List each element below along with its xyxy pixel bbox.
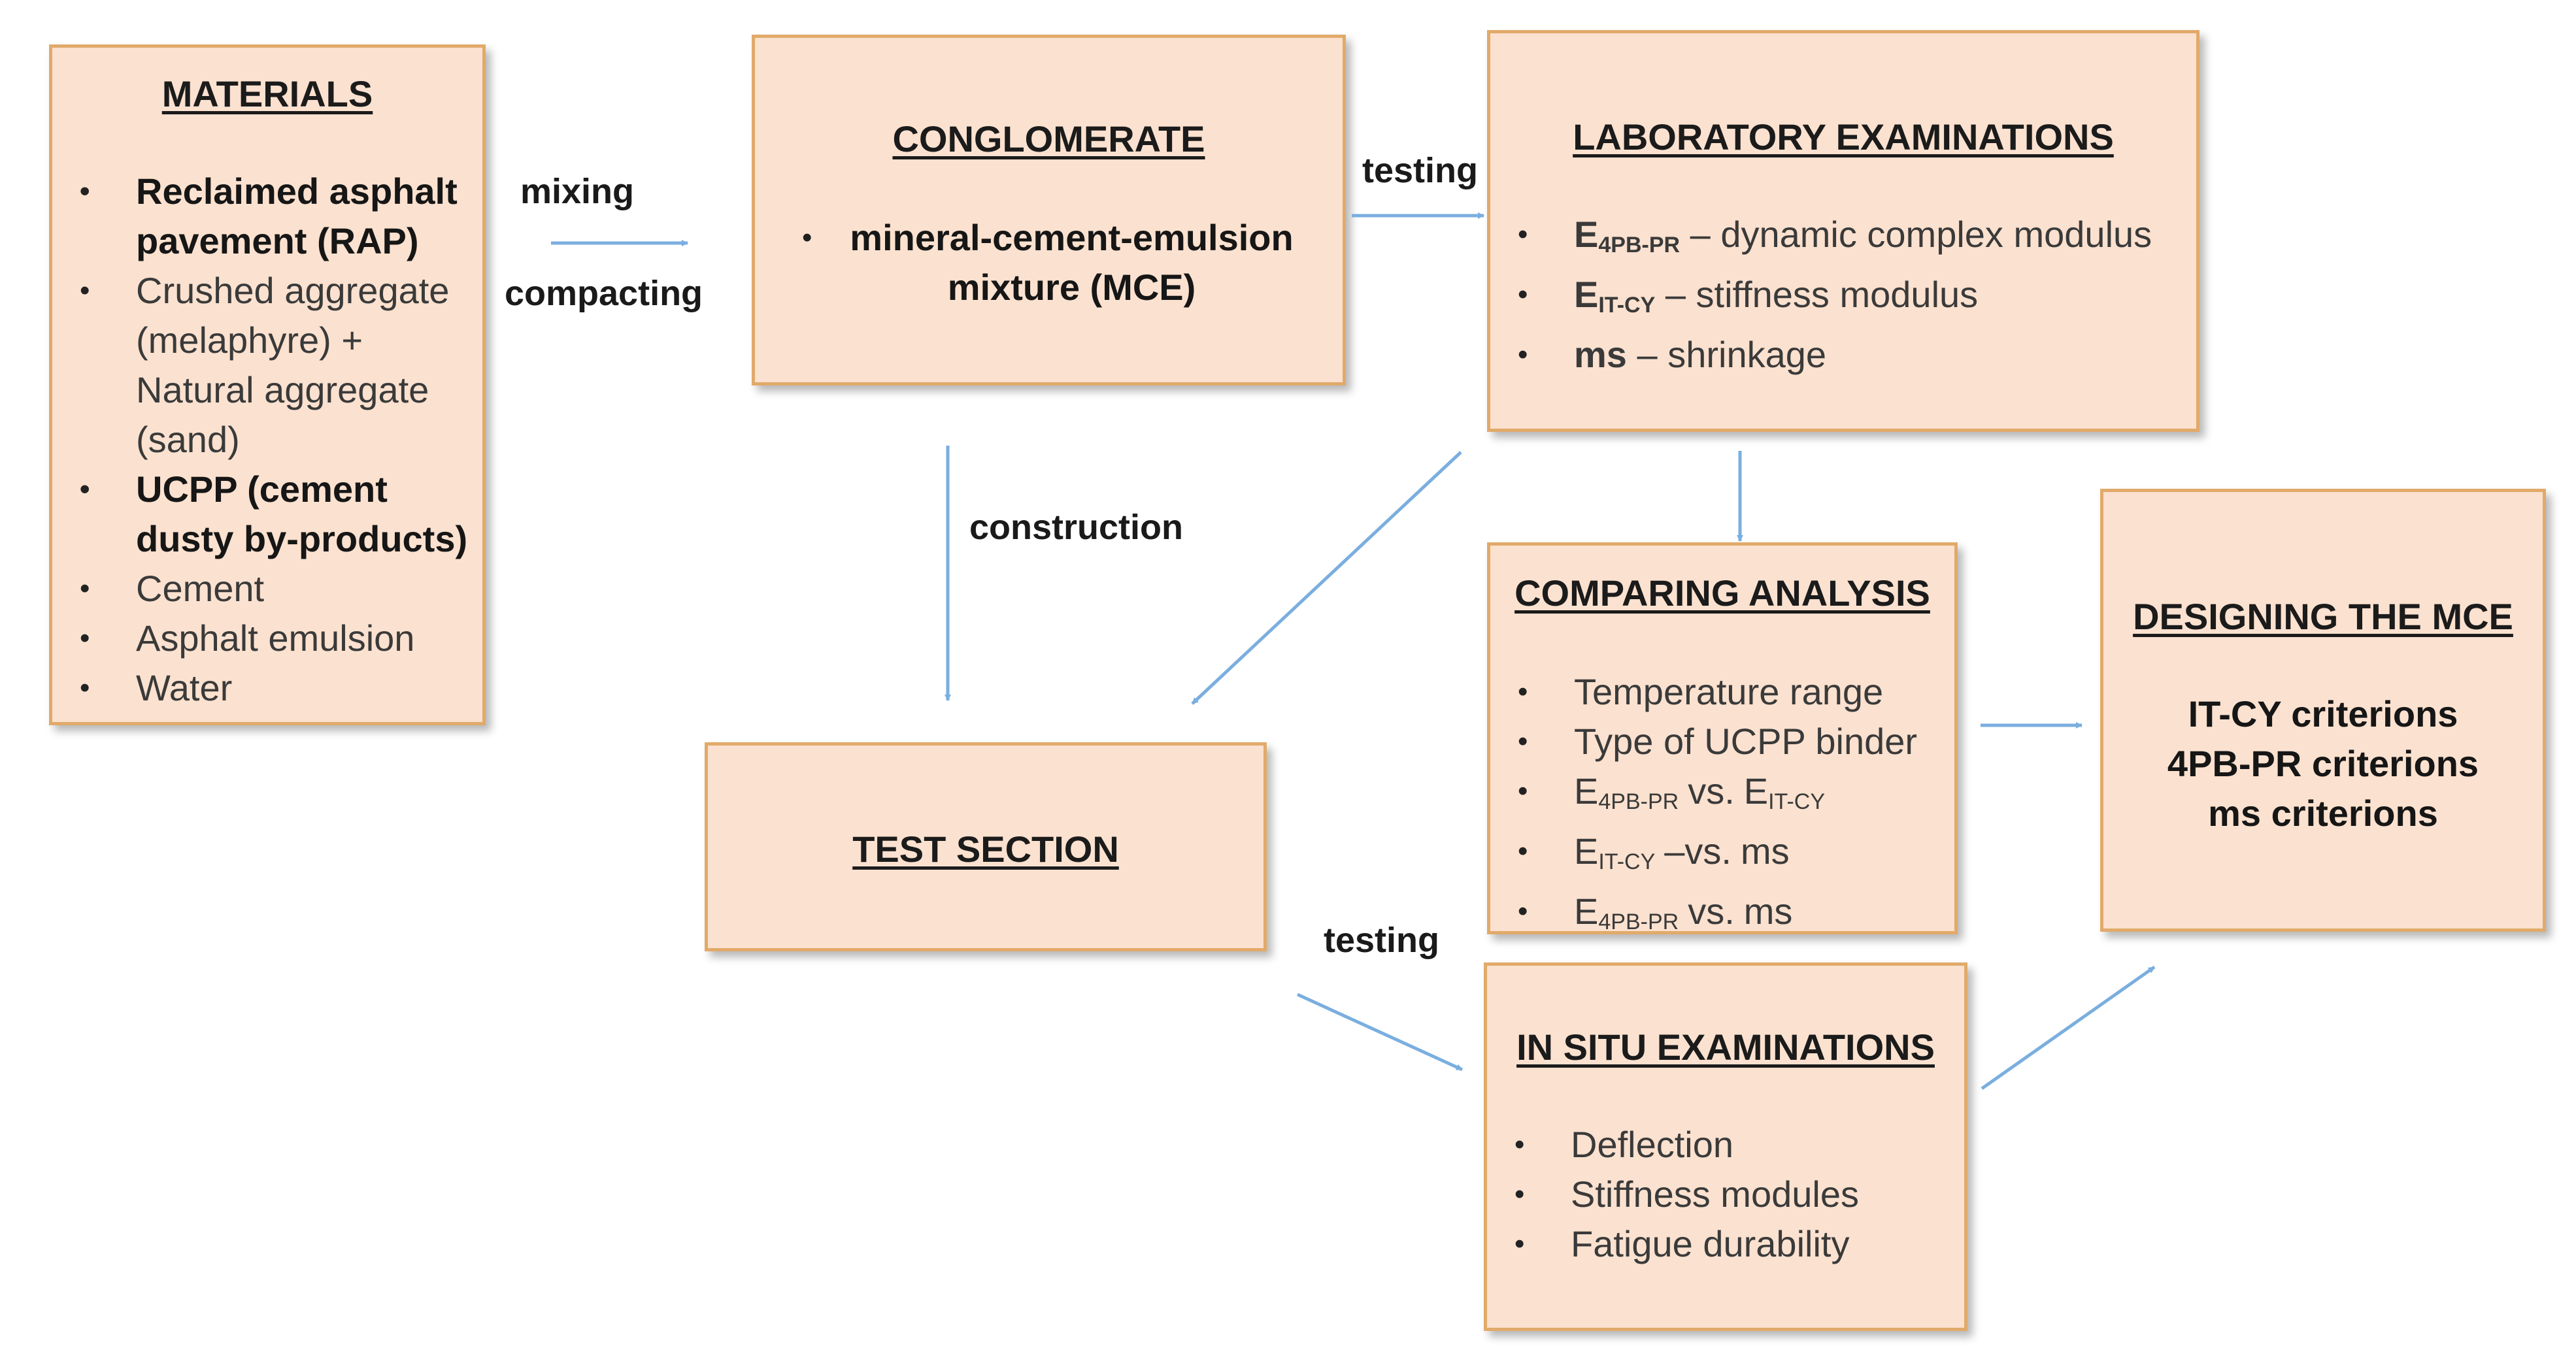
construction-label: construction (969, 508, 1184, 547)
mixing-label: mixing (520, 172, 635, 211)
lab-to-test-section-arrow (1191, 451, 1462, 705)
subscript: 4PB-PR (1598, 233, 1681, 257)
in-situ-title: IN SITU EXAMINATIONS (1516, 1026, 1935, 1068)
testing-label: testing (1362, 151, 1479, 190)
in-situ-to-designing-arrow (1981, 965, 2156, 1091)
comparing-item: Temperature range (1490, 667, 1954, 717)
description: – dynamic complex modulus (1690, 214, 2152, 255)
laboratory-item: ms – shrinkage (1490, 330, 2196, 380)
designing-box: DESIGNING THE MCE IT-CY criterions 4PB-P… (2100, 489, 2546, 932)
comparing-analysis-box: COMPARING ANALYSIS Temperature range Typ… (1487, 542, 1958, 936)
test-section-title: TEST SECTION (852, 829, 1119, 870)
materials-item: UCPP (cement dusty by-products) (52, 465, 484, 564)
symbol: ms (1574, 334, 1627, 375)
subscript: IT-CY (1598, 849, 1656, 874)
operator: vs. (1688, 891, 1735, 932)
symbol: E (1574, 770, 1599, 812)
laboratory-item: E4PB-PR – dynamic complex modulus (1490, 210, 2196, 270)
subscript: IT-CY (1768, 789, 1826, 814)
materials-item: Water (52, 663, 484, 713)
materials-title: MATERIALS (161, 73, 373, 114)
comparing-title: COMPARING ANALYSIS (1514, 572, 1930, 614)
conglomerate-box: CONGLOMERATE • mineral-cement-emulsion m… (752, 35, 1346, 386)
materials-item: Cement (52, 564, 484, 614)
compacting-label: compacting (505, 274, 703, 313)
test-to-in-situ-arrow (1296, 993, 1464, 1072)
operator: vs. (1688, 770, 1735, 812)
designing-title: DESIGNING THE MCE (2133, 596, 2513, 637)
materials-item: Asphalt emulsion (52, 614, 484, 663)
comparing-item: Type of UCPP binder (1490, 717, 1954, 766)
designing-line: ms criterions (2208, 793, 2438, 834)
designing-line: IT-CY criterions (2188, 693, 2458, 734)
symbol: ms (1743, 891, 1793, 932)
comparing-item: EIT-CY –vs.ms (1490, 827, 1954, 887)
subscript: IT-CY (1598, 293, 1656, 318)
comparing-list: Temperature range Type of UCPP binder E4… (1490, 667, 1954, 947)
materials-box: MATERIALS Reclaimed asphalt pavement (RA… (49, 44, 486, 725)
conglomerate-title: CONGLOMERATE (892, 118, 1205, 159)
operator: –vs. (1664, 830, 1731, 872)
materials-list: Reclaimed asphalt pavement (RAP) Crushed… (52, 167, 484, 713)
designing-line: 4PB-PR criterions (2167, 743, 2479, 784)
conglomerate-line-2: mixture (MCE) (947, 267, 1196, 308)
subscript: 4PB-PR (1598, 910, 1679, 934)
laboratory-item: EIT-CY – stiffness modulus (1490, 270, 2196, 330)
comparing-item: E4PB-PR vs.ms (1490, 887, 1954, 947)
in-situ-item: Stiffness modules (1487, 1170, 1964, 1219)
in-situ-item: Fatigue durability (1487, 1219, 1964, 1269)
subscript: 4PB-PR (1598, 789, 1679, 814)
symbol: E (1574, 830, 1599, 872)
symbol: ms (1740, 830, 1790, 872)
test-section-box: TEST SECTION (705, 742, 1267, 951)
testing-label: testing (1324, 921, 1440, 960)
in-situ-item: Deflection (1487, 1120, 1964, 1170)
symbol: E (1743, 770, 1769, 812)
laboratory-title: LABORATORY EXAMINATIONS (1573, 116, 2114, 157)
description: – shrinkage (1637, 334, 1827, 375)
symbol: E (1574, 891, 1599, 932)
symbol: E (1574, 214, 1599, 255)
materials-item: Crushed aggregate (melaphyre) + Natural … (52, 266, 484, 465)
description: – stiffness modulus (1665, 274, 1979, 315)
laboratory-box: LABORATORY EXAMINATIONS E4PB-PR – dynami… (1487, 30, 2200, 432)
in-situ-box: IN SITU EXAMINATIONS Deflection Stiffnes… (1484, 962, 1967, 1331)
bullet-glyph: • (802, 222, 812, 254)
symbol: E (1574, 274, 1599, 315)
conglomerate-line-1: mineral-cement-emulsion (850, 217, 1294, 258)
in-situ-list: Deflection Stiffness modules Fatigue dur… (1487, 1120, 1964, 1269)
materials-item: Reclaimed asphalt pavement (RAP) (52, 167, 484, 266)
laboratory-list: E4PB-PR – dynamic complex modulus EIT-CY… (1490, 210, 2196, 380)
